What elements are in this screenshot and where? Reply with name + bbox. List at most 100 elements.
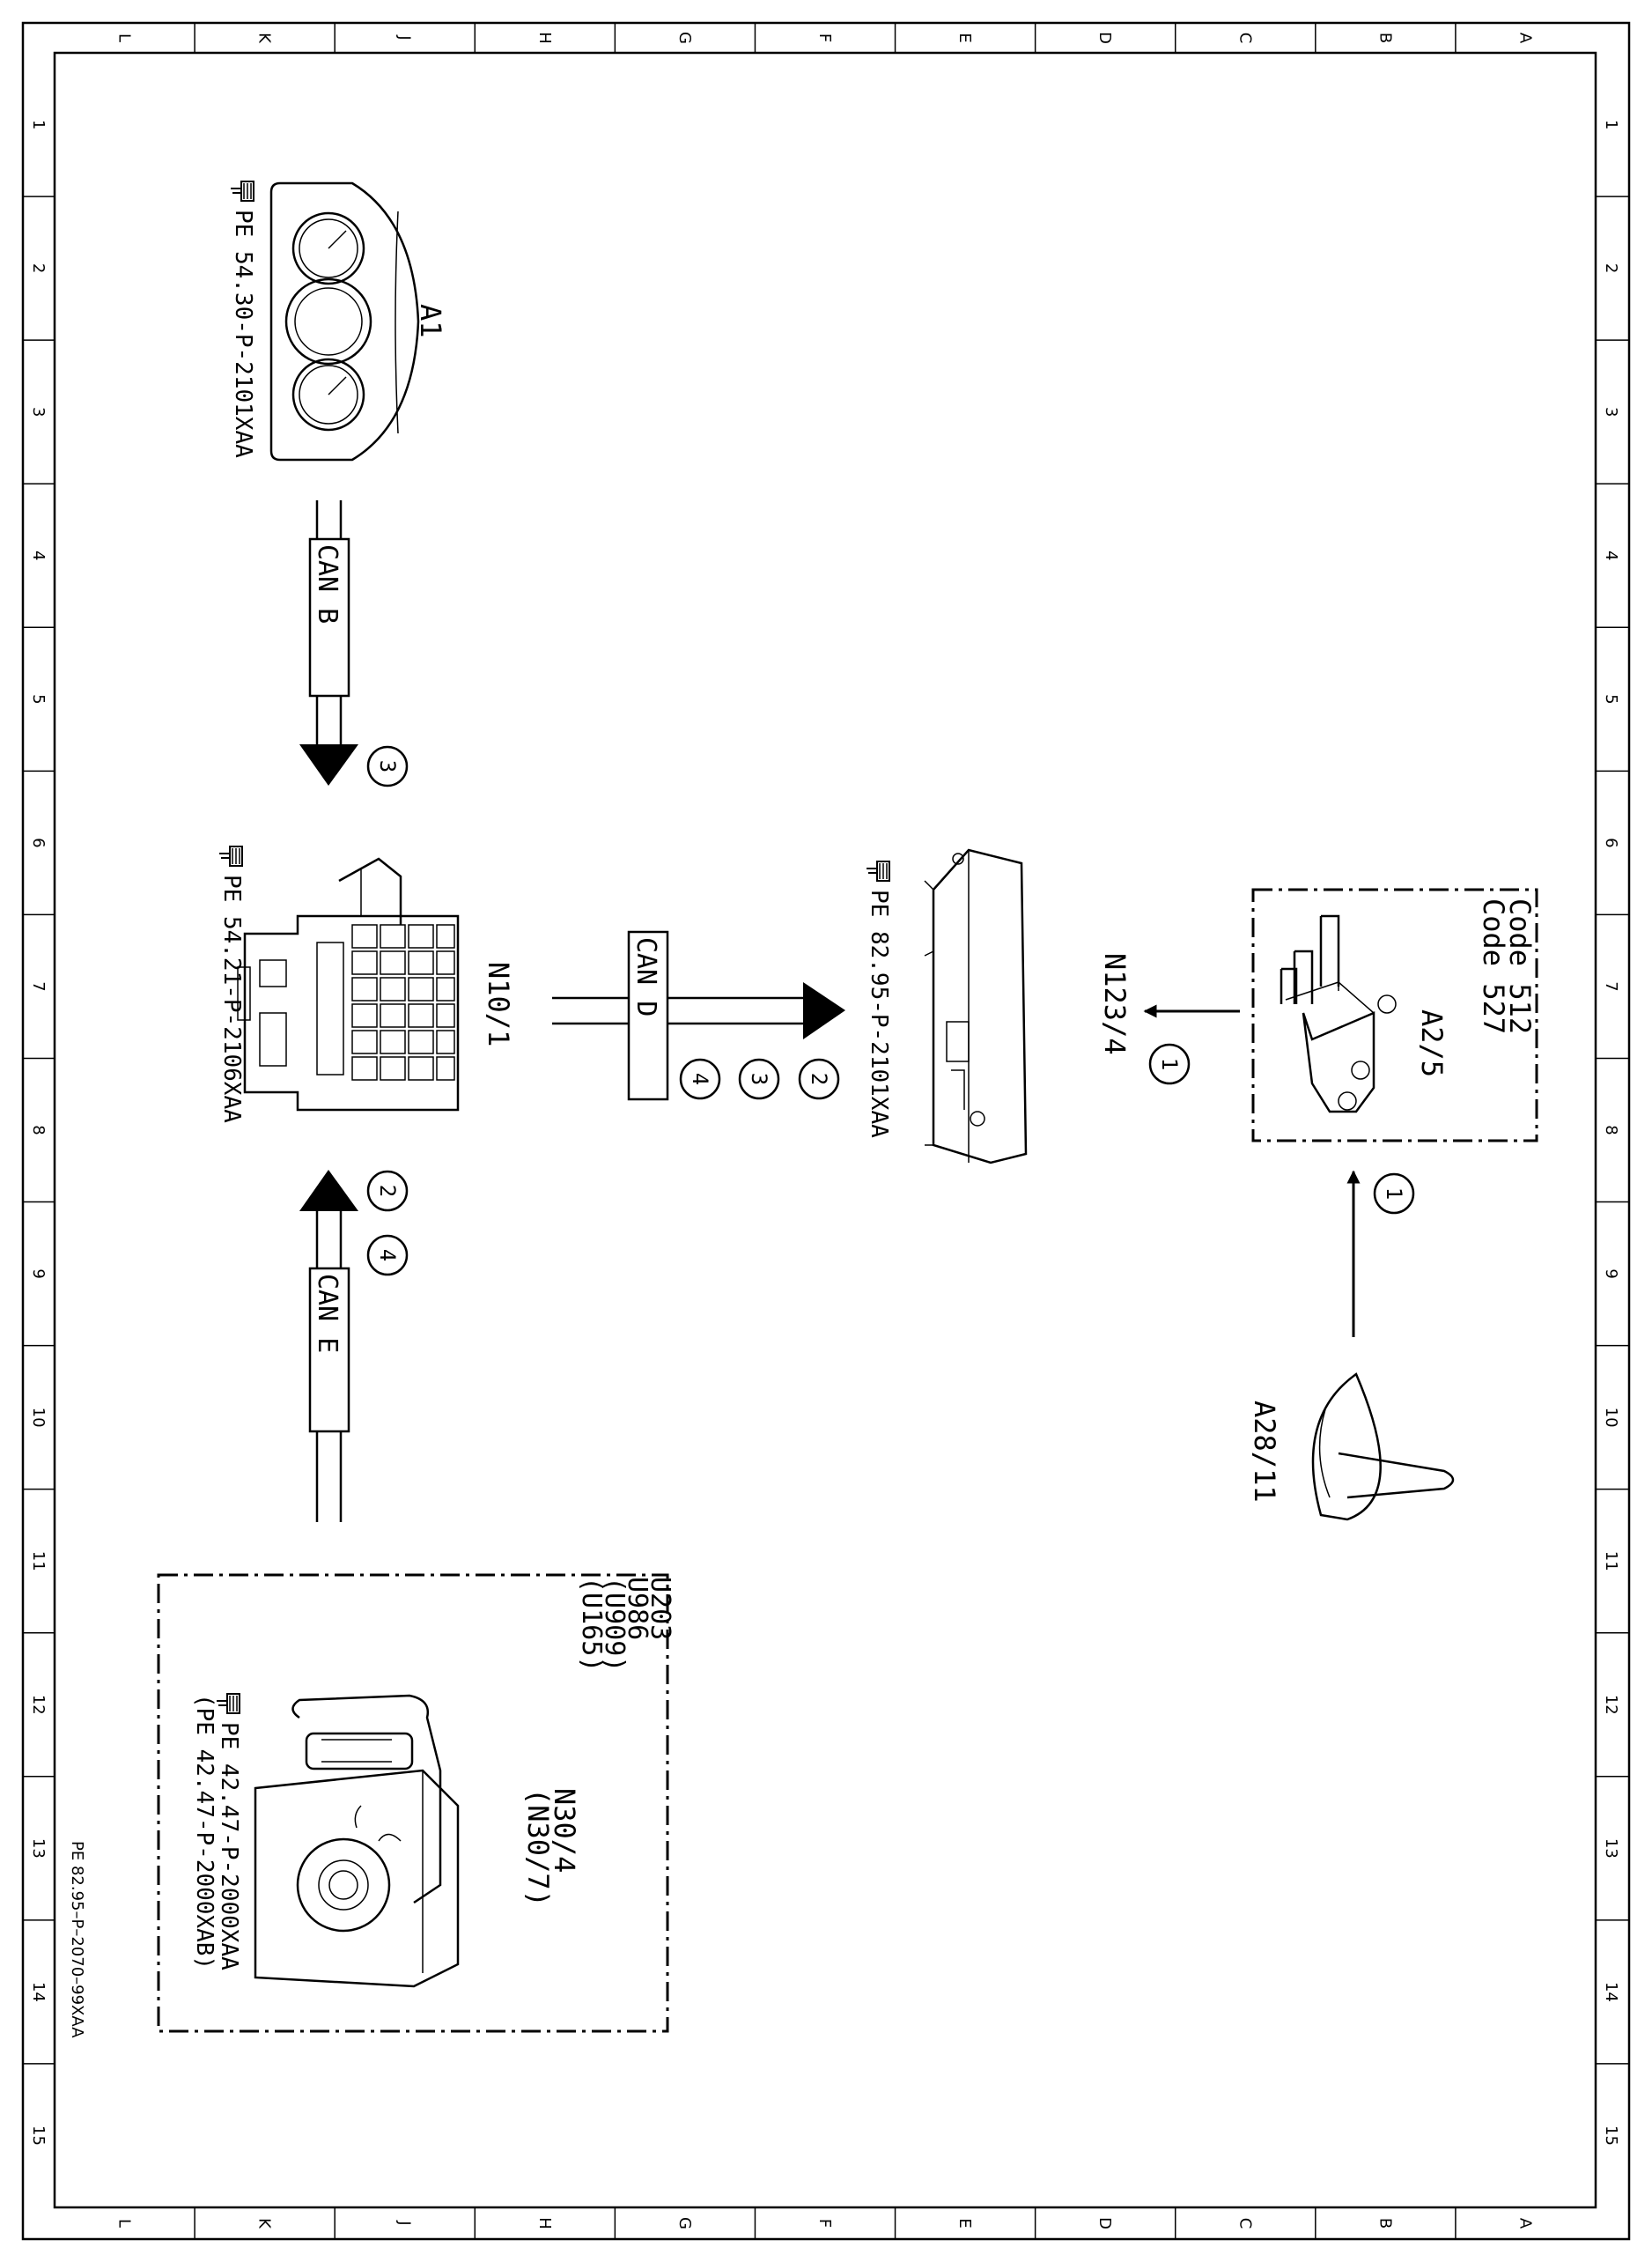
grid-row-5-right: 5 (1602, 694, 1620, 704)
a2-5-dashed-box (1251, 888, 1538, 1142)
n10-1-module (237, 857, 460, 1112)
grid-col-g-top: G (675, 32, 694, 44)
svg-text:1: 1 (1382, 1187, 1406, 1200)
grid-row-8-right: 8 (1602, 1125, 1620, 1135)
a1-label: A1 (414, 304, 447, 338)
can-d-bus: CAN D (552, 930, 845, 1101)
grid-row-4-right: 4 (1602, 551, 1620, 560)
grid-col-j-top: J (395, 34, 414, 40)
grid-col-f-bottom: F (815, 2219, 834, 2228)
marker-3-can-d: 3 (738, 1058, 780, 1100)
marker-1-a28-11: 1 (1373, 1172, 1415, 1215)
n123-4-label-group: N123/4 (1098, 953, 1132, 1055)
grid-row-13-left: 13 (29, 1838, 48, 1859)
document-id: PE 82.95–P–2070–99XAA (68, 1841, 86, 2038)
svg-text:3: 3 (747, 1073, 771, 1085)
grid-row-2-right: 2 (1602, 263, 1620, 273)
svg-text:3: 3 (375, 760, 400, 772)
grid-row-12-right: 12 (1602, 1695, 1620, 1715)
n30-4-refs-group: PE 42.47-P-2000XAA (PE 42.47-P-2000XAB) (191, 1693, 242, 1970)
grid-col-a-top: A (1516, 33, 1534, 44)
grid-col-l-top: L (115, 33, 134, 42)
n30-4-component (254, 1694, 460, 1988)
a1-ref-group: PE 54.30-P-2101XAA (230, 181, 256, 458)
grid-col-k-top: K (255, 33, 274, 44)
n10-1-label: N10/1 (482, 962, 515, 1046)
n123-4-ref-group: PE 82.95-P-2101XAA (866, 861, 892, 1138)
grid-row-11-left: 11 (29, 1551, 48, 1571)
grid-row-7-right: 7 (1602, 981, 1620, 991)
a2-5-code-2: Code 527 (1477, 898, 1510, 1034)
grid-col-g-bottom: G (675, 2217, 694, 2229)
n123-4-module (924, 848, 1028, 1164)
grid-col-f-top: F (815, 33, 834, 42)
grid-row-2-left: 2 (29, 263, 48, 273)
drawing-frame (21, 21, 1631, 2241)
grid-col-b-bottom: B (1375, 2218, 1394, 2229)
grid-row-8-left: 8 (29, 1125, 48, 1135)
grid-col-l-bottom: L (115, 2219, 134, 2228)
grid-row-6-left: 6 (29, 838, 48, 847)
can-b-bus: CAN B (299, 500, 358, 786)
n123-4-ref: PE 82.95-P-2101XAA (866, 890, 892, 1138)
a2-5-code-1: Code 512 (1503, 898, 1537, 1034)
grid-row-3-left: 3 (29, 407, 48, 417)
grid-row-1-right: 1 (1602, 120, 1620, 129)
marker-4-can-e: 4 (366, 1234, 409, 1276)
grid-row-13-right: 13 (1602, 1838, 1620, 1859)
variant-u986: U986 (622, 1577, 653, 1640)
n30-4-variants-group: U203 U986 (U909) (U165) (576, 1577, 675, 1672)
grid-col-d-top: D (1095, 32, 1114, 44)
pointing-hand-icon (866, 861, 890, 882)
a28-11-label-group: A28/11 (1248, 1401, 1281, 1503)
n30-4-label: N30/4 (548, 1788, 581, 1873)
grid-col-h-bottom: H (535, 2217, 554, 2229)
n30-4-ref-1: PE 42.47-P-2000XAA (216, 1722, 242, 1970)
marker-3-can-b: 3 (366, 745, 409, 787)
grid-row-14-left: 14 (29, 1982, 48, 2002)
svg-text:2: 2 (375, 1185, 400, 1197)
grid-row-3-right: 3 (1602, 407, 1620, 417)
a1-ref: PE 54.30-P-2101XAA (230, 210, 256, 458)
grid-row-7-left: 7 (29, 981, 48, 991)
n30-7-label: (N30/7) (521, 1788, 555, 1907)
grid-row-12-left: 12 (29, 1695, 48, 1715)
a2-5-label-group: A2/5 (1415, 1009, 1449, 1077)
a2-5-component (1280, 914, 1397, 1113)
pointing-hand-icon (216, 1693, 240, 1714)
can-b-label: CAN B (312, 544, 343, 624)
svg-text:4: 4 (375, 1249, 400, 1261)
variant-u203: U203 (645, 1577, 675, 1640)
n123-4-label: N123/4 (1098, 953, 1132, 1055)
a1-instrument-cluster (269, 181, 420, 462)
grid-col-j-bottom: J (395, 2220, 414, 2225)
grid-row-15-left: 15 (29, 2125, 48, 2146)
grid-col-c-top: C (1235, 33, 1254, 44)
grid-col-b-top: B (1375, 33, 1394, 43)
grid-row-10-left: 10 (29, 1408, 48, 1428)
a2-5-codes-group: Code 512 Code 527 (1477, 898, 1537, 1034)
grid-col-h-top: H (535, 32, 554, 44)
grid-col-e-top: E (955, 33, 974, 42)
grid-row-15-right: 15 (1602, 2125, 1620, 2146)
marker-4-can-d: 4 (679, 1058, 721, 1100)
svg-text:2: 2 (807, 1073, 831, 1085)
a2-5-label: A2/5 (1415, 1009, 1449, 1077)
variant-u165: (U165) (576, 1577, 607, 1672)
n30-4-labels-group: N30/4 (N30/7) (521, 1788, 581, 1907)
variant-u909: (U909) (599, 1577, 630, 1672)
can-e-bus: CAN E (299, 1170, 358, 1522)
grid-col-k-bottom: K (255, 2218, 274, 2229)
grid-row-4-left: 4 (29, 551, 48, 560)
marker-1-a2-5: 1 (1148, 1043, 1191, 1085)
grid-col-d-bottom: D (1095, 2217, 1114, 2229)
pointing-hand-icon (218, 846, 243, 867)
a28-11-label: A28/11 (1248, 1401, 1281, 1503)
n30-4-ref-2: (PE 42.47-P-2000XAB) (191, 1694, 218, 1970)
n10-1-ref: PE 54.21-P-2106XAA (218, 875, 245, 1123)
grid-col-e-bottom: E (955, 2218, 974, 2228)
grid-row-11-right: 11 (1602, 1551, 1620, 1571)
